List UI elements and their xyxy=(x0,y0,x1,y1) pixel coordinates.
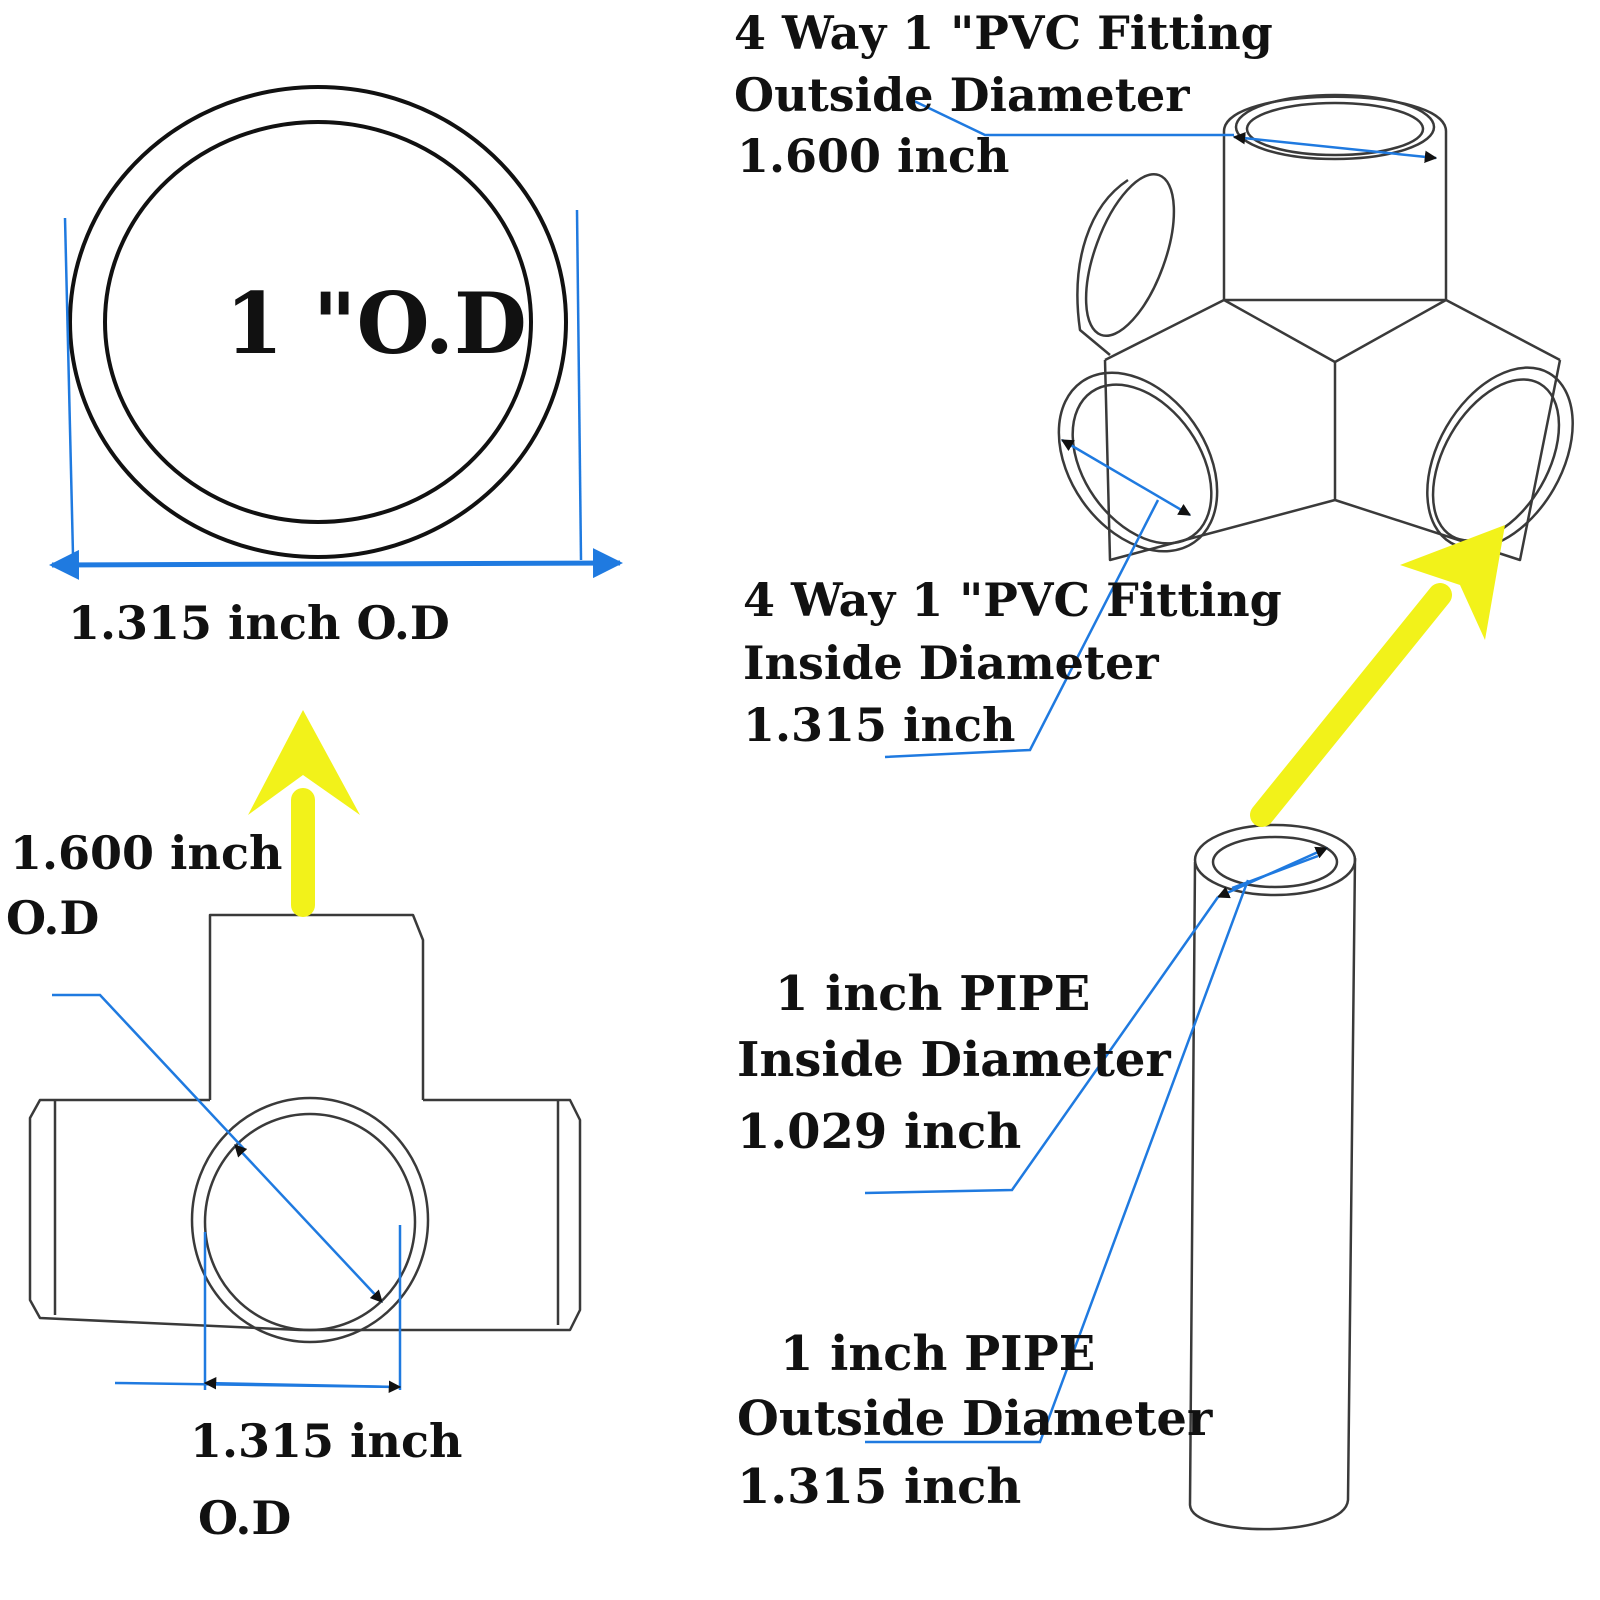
front-inside-dimension xyxy=(203,1376,402,1394)
front-outside-leader xyxy=(52,993,246,1151)
fitting-right-opening-inner xyxy=(1431,378,1561,542)
fitting-body-top-edge xyxy=(1223,298,1447,364)
pipe-inside-line1: 1 inch PIPE xyxy=(775,966,1091,1022)
pipe-inside-leader xyxy=(864,896,1220,1195)
yellow-arrow-up xyxy=(248,710,360,917)
fitting-back-socket xyxy=(1076,178,1129,356)
four-way-fitting-front xyxy=(28,913,582,1394)
yellow-arrow-diagonal-shaft xyxy=(1250,583,1452,827)
front-socket-inner xyxy=(203,1112,417,1332)
front-outside-dimension xyxy=(234,1144,383,1303)
pipe-top-inner xyxy=(1211,835,1339,889)
fitting-inside-line1: 4 Way 1 "PVC Fitting xyxy=(743,573,1282,627)
pipe-inside-line3: 1.029 inch xyxy=(737,1104,1022,1160)
pipe-cross-section xyxy=(49,85,623,580)
fitting-body-side-edges xyxy=(1104,298,1561,362)
cross-section-extension-left xyxy=(63,217,75,556)
fitting-top-opening xyxy=(1234,93,1436,161)
fitting-left-socket-body xyxy=(1103,359,1336,562)
fitting-outside-line2: Outside Diameter xyxy=(734,68,1190,122)
front-left-branch xyxy=(28,1098,301,1332)
cross-section-title: 1 "O.D xyxy=(225,274,527,373)
front-outside-value: 1.600 inch xyxy=(10,826,283,880)
fitting-back-opening xyxy=(1084,172,1176,338)
yellow-arrow-up-head xyxy=(248,710,360,815)
pipe-outside-leader xyxy=(865,879,1250,1444)
cross-section-dimension-label: 1.315 inch O.D xyxy=(68,596,450,650)
fitting-outside-line3: 1.600 inch xyxy=(737,129,1010,183)
front-inside-value: 1.315 inch xyxy=(190,1414,463,1468)
front-socket-outer xyxy=(190,1096,430,1344)
fitting-outside-leader xyxy=(911,98,1234,137)
front-outside-unit: O.D xyxy=(6,891,100,945)
yellow-arrow-diagonal-head xyxy=(1400,525,1505,640)
pipe-outside-line1: 1 inch PIPE xyxy=(780,1326,1096,1382)
front-inside-unit: O.D xyxy=(198,1491,292,1545)
fitting-top-socket xyxy=(1222,95,1448,302)
fitting-inside-dimension xyxy=(1060,438,1192,517)
pipe-inside-line2: Inside Diameter xyxy=(737,1032,1171,1088)
pipe-body xyxy=(1188,857,1357,1531)
pipe-isometric xyxy=(864,823,1357,1531)
pipe-outside-line2: Outside Diameter xyxy=(737,1391,1213,1447)
cross-section-extension-right xyxy=(575,209,583,561)
front-right-branch xyxy=(300,1098,582,1332)
fitting-outside-dimension xyxy=(1232,131,1438,164)
pipe-outside-line3: 1.315 inch xyxy=(737,1459,1022,1515)
yellow-arrow-diagonal xyxy=(1250,525,1505,827)
fitting-right-socket-body xyxy=(1334,359,1562,562)
front-top-branch xyxy=(208,913,425,1100)
pipe-top-outer xyxy=(1193,823,1357,897)
cross-section-inner-ring xyxy=(103,120,533,524)
fitting-left-opening xyxy=(1057,371,1219,553)
fitting-outside-line1: 4 Way 1 "PVC Fitting xyxy=(734,6,1273,60)
fitting-inside-leader xyxy=(884,499,1160,759)
fitting-right-opening xyxy=(1426,366,1574,550)
fitting-inside-line3: 1.315 inch xyxy=(743,698,1016,752)
four-way-fitting-isometric xyxy=(884,93,1574,759)
cross-section-dimension-line xyxy=(49,548,623,580)
fitting-inside-line2: Inside Diameter xyxy=(743,636,1159,690)
